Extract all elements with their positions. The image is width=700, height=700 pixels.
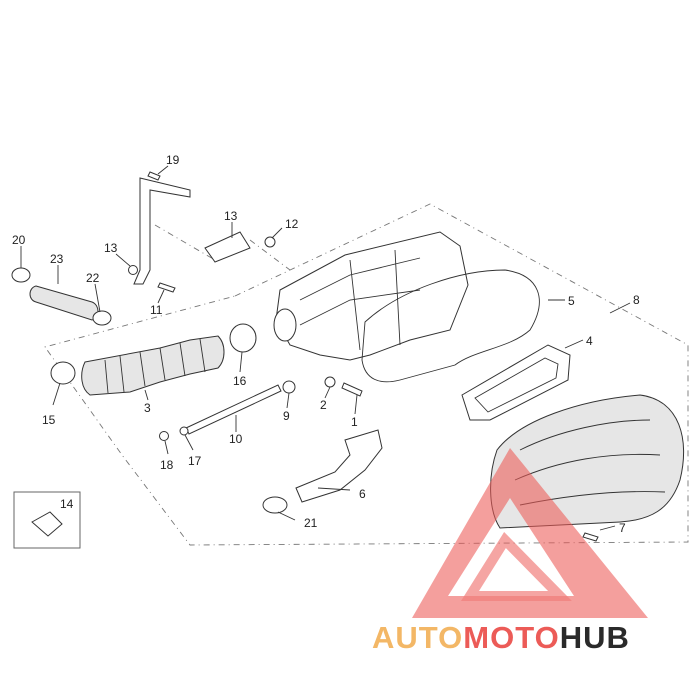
callout-16: 16 (233, 374, 247, 388)
bracket-19 (133, 177, 191, 285)
screw-1 (341, 382, 363, 397)
callout-23: 23 (50, 252, 64, 266)
callout-22: 22 (86, 271, 100, 285)
watermark-hub: HUB (560, 620, 630, 655)
callout-13-upper: 13 (224, 209, 238, 223)
watermark-triangle-inner (460, 531, 572, 601)
clamp-15 (50, 361, 76, 385)
duct-3-ribs (104, 338, 206, 394)
guide-line-a (154, 224, 216, 261)
filter-4-inner (474, 357, 559, 413)
screw-12 (264, 236, 276, 248)
airbox-housing-detail (299, 249, 421, 351)
watermark-moto: MOTO (463, 620, 559, 655)
screw-7 (582, 532, 599, 542)
plate-13 (204, 231, 251, 263)
watermark-logo (412, 448, 648, 618)
nut-13 (128, 265, 138, 275)
callout-20: 20 (12, 233, 26, 247)
leader-lines (20, 165, 631, 531)
callout-13-lower: 13 (104, 241, 118, 255)
callout-15: 15 (42, 413, 56, 427)
item-14-frame (13, 491, 81, 549)
callout-2: 2 (320, 398, 327, 412)
callout-10: 10 (229, 432, 243, 446)
callout-21: 21 (304, 516, 318, 530)
clamp-16 (229, 323, 257, 353)
callout-19: 19 (166, 153, 180, 167)
washer-2 (324, 376, 336, 388)
guide-line-b (249, 239, 291, 271)
clip-14 (31, 511, 63, 537)
callout-5: 5 (568, 294, 575, 308)
callout-6: 6 (359, 487, 366, 501)
clamp-20 (11, 267, 31, 283)
tube-10 (185, 384, 282, 435)
screw-11 (157, 282, 176, 293)
clamp-21 (262, 496, 288, 514)
callout-14: 14 (60, 497, 74, 511)
gasket-5 (361, 269, 540, 383)
callout-18: 18 (160, 458, 174, 472)
callout-8: 8 (633, 293, 640, 307)
duct-3 (81, 335, 225, 396)
airbox-port (273, 308, 297, 342)
callout-11: 11 (150, 303, 163, 317)
callout-9: 9 (283, 409, 290, 423)
screw-19 (147, 171, 161, 181)
airbox-housing (275, 231, 469, 361)
callout-17: 17 (188, 454, 202, 468)
screw-18 (159, 431, 169, 441)
watermark-auto: AUTO (372, 620, 463, 655)
callout-7: 7 (619, 521, 626, 535)
callout-1: 1 (351, 415, 358, 429)
callout-12: 12 (285, 217, 299, 231)
callout-4: 4 (586, 334, 593, 348)
watermark-triangle (412, 448, 648, 618)
filter-4 (461, 344, 571, 421)
clamp-22 (92, 310, 112, 326)
watermark-text: AUTOMOTOHUB (372, 620, 630, 655)
washer-17 (179, 426, 189, 436)
callout-3: 3 (144, 401, 151, 415)
hose-23 (29, 285, 99, 321)
cap-9 (282, 380, 296, 394)
elbow-6 (295, 429, 383, 503)
